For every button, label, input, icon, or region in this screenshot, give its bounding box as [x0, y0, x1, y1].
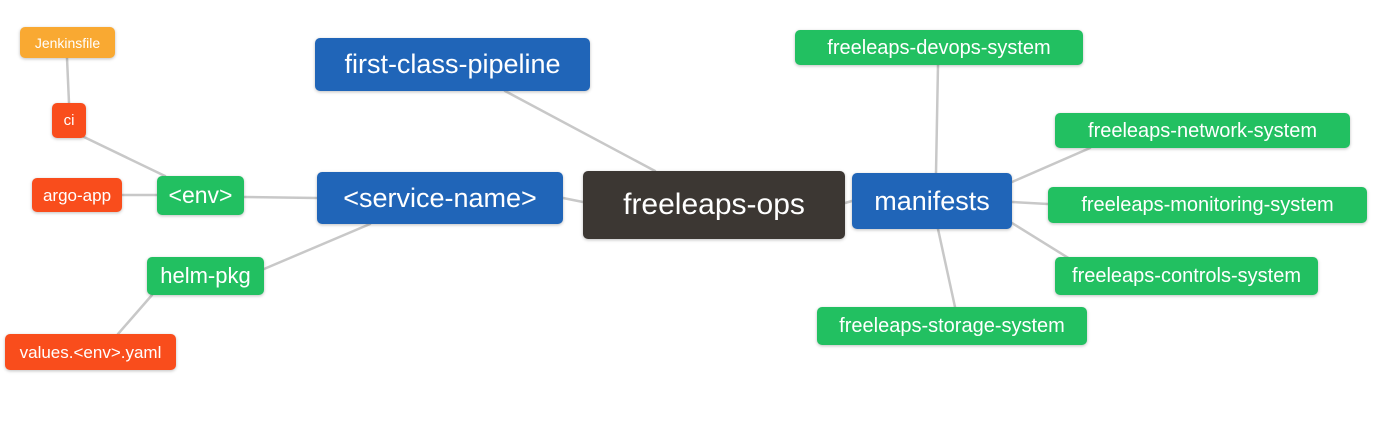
node-first-class-pipeline[interactable]: first-class-pipeline [315, 38, 590, 91]
edge-manifests-storage-system [936, 227, 957, 309]
edge-manifests-devops-system [934, 63, 940, 175]
node-storage-system[interactable]: freeleaps-storage-system [817, 307, 1087, 345]
edge-values-env-yaml-helm-pkg [116, 293, 154, 336]
node-controls-system[interactable]: freeleaps-controls-system [1055, 257, 1318, 295]
edge-first-class-pipeline-freeleaps-ops [503, 89, 657, 173]
node-ci[interactable]: ci [52, 103, 86, 138]
edge-manifests-controls-system [1010, 221, 1072, 261]
node-manifests[interactable]: manifests [852, 173, 1012, 229]
edge-helm-pkg-service-name [262, 222, 372, 271]
edge-freeleaps-ops-manifests [843, 199, 854, 205]
node-env[interactable]: <env> [157, 176, 244, 215]
node-argo-app[interactable]: argo-app [32, 178, 122, 212]
node-jenkinsfile[interactable]: Jenkinsfile [20, 27, 115, 58]
edge-env-service-name [242, 195, 319, 200]
node-helm-pkg[interactable]: helm-pkg [147, 257, 264, 295]
node-service-name[interactable]: <service-name> [317, 172, 563, 224]
node-freeleaps-ops[interactable]: freeleaps-ops [583, 171, 845, 239]
node-network-system[interactable]: freeleaps-network-system [1055, 113, 1350, 148]
edge-manifests-network-system [1010, 146, 1092, 184]
edge-service-name-freeleaps-ops [561, 196, 585, 204]
node-devops-system[interactable]: freeleaps-devops-system [795, 30, 1083, 65]
node-values-env-yaml[interactable]: values.<env>.yaml [5, 334, 176, 370]
edge-ci-env [82, 135, 167, 178]
edge-jenkinsfile-ci [65, 56, 71, 105]
node-monitoring-system[interactable]: freeleaps-monitoring-system [1048, 187, 1367, 223]
edge-manifests-monitoring-system [1010, 200, 1050, 206]
